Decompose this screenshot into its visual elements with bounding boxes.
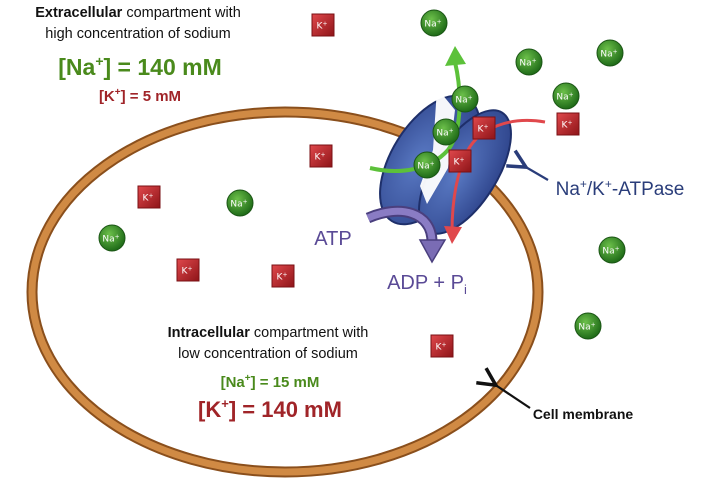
- atp-label: ATP: [314, 228, 351, 250]
- svg-text:Na+: Na+: [436, 128, 453, 139]
- potassium-ion: K+: [309, 144, 333, 168]
- intracellular-na-concentration: [Na+] = 15 mM: [221, 373, 320, 391]
- potassium-arrowhead: [444, 226, 462, 244]
- intracellular-title-line2: low concentration of sodium: [178, 346, 358, 362]
- potassium-ion: K+: [311, 13, 335, 37]
- cell-membrane-inner: [28, 108, 542, 476]
- extracellular-k-concentration: [K+] = 5 mM: [99, 87, 181, 105]
- potassium-ion: K+: [271, 264, 295, 288]
- potassium-ion: K+: [448, 149, 472, 173]
- sodium-ion: Na+: [552, 82, 580, 110]
- sodium-ion: Na+: [451, 85, 479, 113]
- svg-text:K+: K+: [436, 342, 447, 353]
- svg-text:K+: K+: [562, 120, 573, 131]
- extracellular-title-line2: high concentration of sodium: [45, 26, 230, 42]
- svg-text:Na+: Na+: [602, 246, 619, 257]
- svg-text:Na+: Na+: [424, 19, 441, 30]
- sodium-ion: Na+: [598, 236, 626, 264]
- pump-label: Na+/K+-ATPase: [556, 177, 685, 200]
- svg-text:K+: K+: [315, 152, 326, 163]
- atp-arrowhead: [418, 239, 447, 264]
- svg-text:Na+: Na+: [600, 49, 617, 60]
- sodium-arrowhead: [445, 46, 466, 66]
- pump-pointer-arrow: [524, 166, 549, 181]
- svg-text:K+: K+: [277, 272, 288, 283]
- potassium-ion: K+: [137, 185, 161, 209]
- potassium-ion: K+: [430, 334, 454, 358]
- sodium-ion: Na+: [413, 151, 441, 179]
- svg-text:Na+: Na+: [230, 199, 247, 210]
- sodium-ion: Na+: [432, 118, 460, 146]
- na-k-atpase-pump: [379, 88, 512, 235]
- svg-text:Na+: Na+: [519, 58, 536, 69]
- intracellular-title-line1: Intracellular compartment with: [168, 325, 369, 341]
- svg-text:K+: K+: [478, 124, 489, 135]
- cell-membrane-label: Cell membrane: [533, 406, 634, 422]
- sodium-ion: Na+: [420, 9, 448, 37]
- svg-text:K+: K+: [454, 157, 465, 168]
- intracellular-k-concentration: [K+] = 140 mM: [198, 396, 342, 422]
- sodium-ion: Na+: [226, 189, 254, 217]
- potassium-ion: K+: [176, 258, 200, 282]
- svg-text:Na+: Na+: [556, 92, 573, 103]
- extracellular-title-line1: Extracellular compartment with: [35, 5, 241, 21]
- potassium-ion: K+: [556, 112, 580, 136]
- sodium-ion: Na+: [596, 39, 624, 67]
- potassium-ion: K+: [472, 116, 496, 140]
- svg-text:K+: K+: [182, 266, 193, 277]
- svg-text:Na+: Na+: [455, 95, 472, 106]
- adp-pi-label: ADP + Pi: [387, 272, 467, 297]
- svg-text:Na+: Na+: [102, 234, 119, 245]
- svg-text:Na+: Na+: [417, 161, 434, 172]
- sodium-ion: Na+: [574, 312, 602, 340]
- extracellular-na-concentration: [Na+] = 140 mM: [58, 53, 222, 80]
- svg-text:K+: K+: [143, 193, 154, 204]
- svg-text:K+: K+: [317, 21, 328, 32]
- svg-text:Na+: Na+: [578, 322, 595, 333]
- membrane-pointer-arrow: [494, 384, 531, 409]
- sodium-ion: Na+: [515, 48, 543, 76]
- sodium-ion: Na+: [98, 224, 126, 252]
- ions-layer: Na+ Na+ Na+ Na+ Na+ Na+ Na+ Na+ Na+ Na+ Na+ K+ K+ K+ K…: [98, 9, 626, 358]
